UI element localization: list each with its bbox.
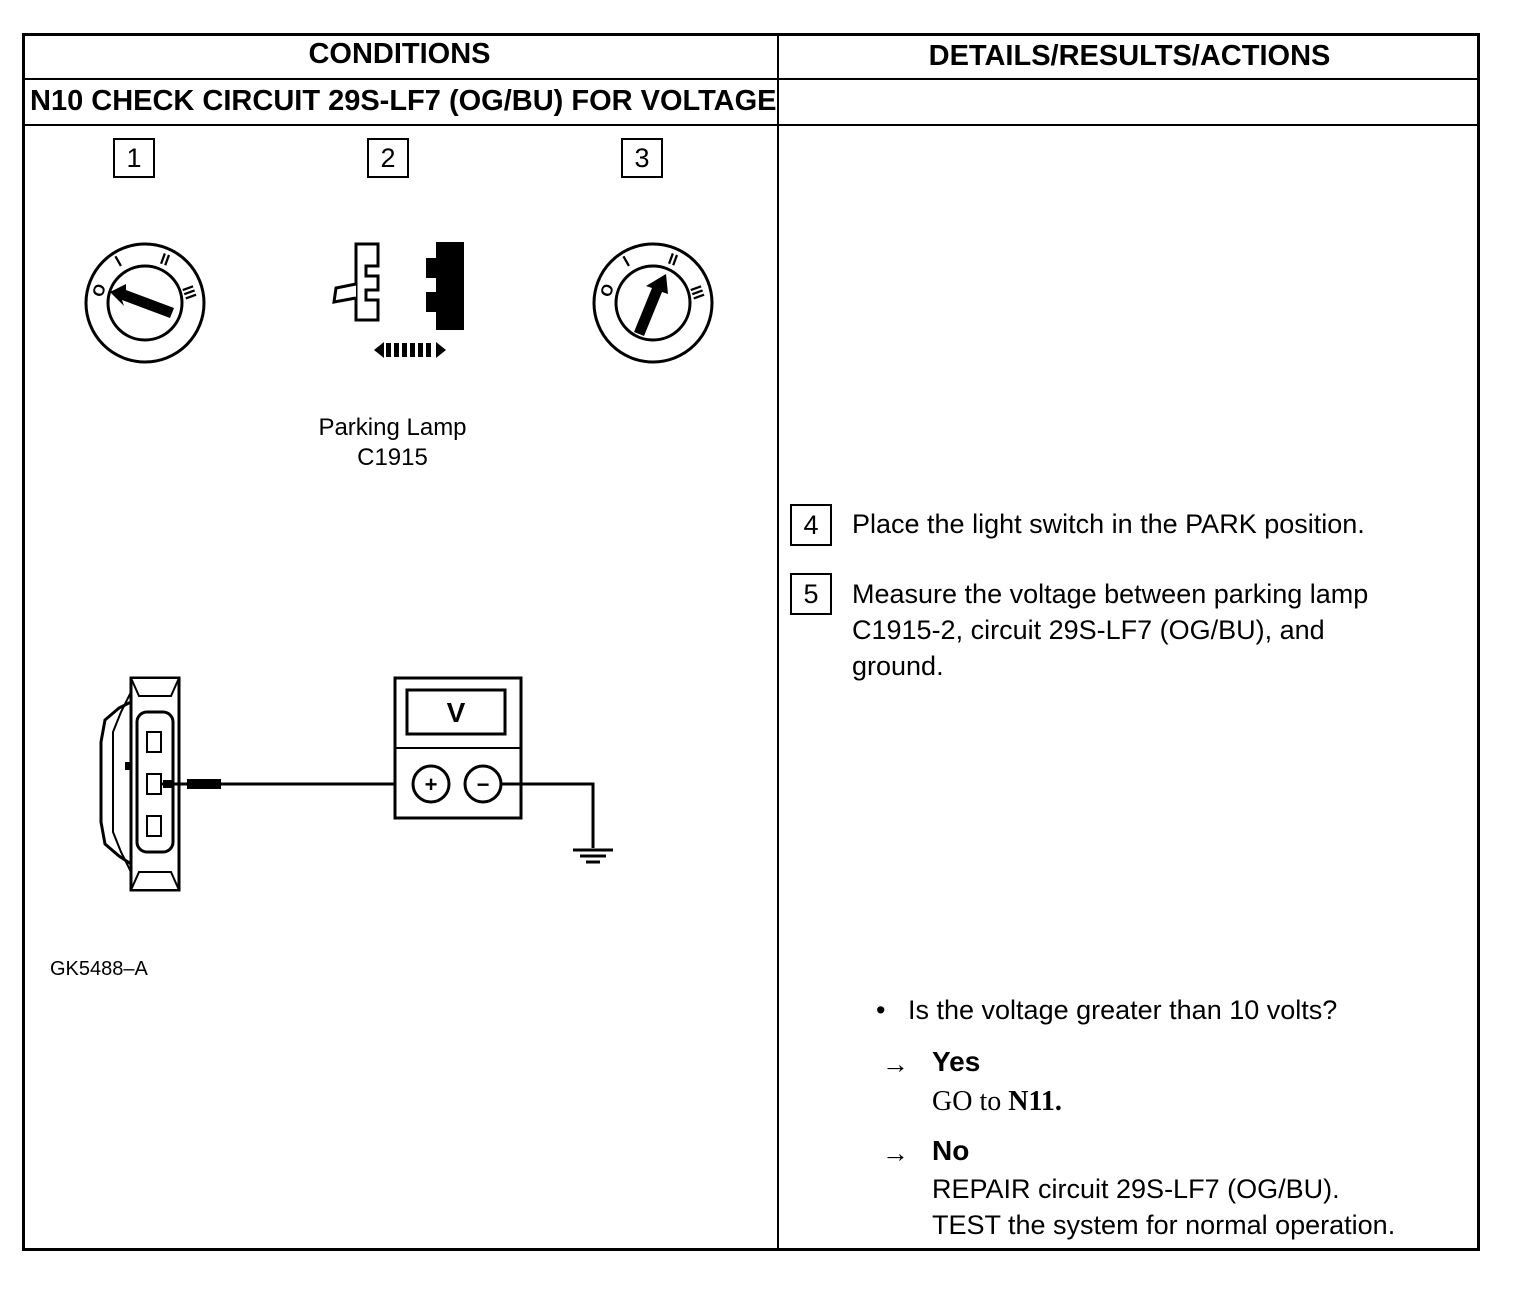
no-arrow-icon: →: [882, 1138, 909, 1168]
yes-action-prefix: GO to: [932, 1086, 1009, 1117]
step-number-box: 5: [790, 573, 832, 615]
step-number-box: 4: [790, 504, 832, 546]
conditions-header: CONDITIONS: [308, 38, 491, 70]
ignition-mark-off: O: [598, 282, 618, 300]
voltmeter-display: V: [447, 697, 466, 728]
step-text-line: Measure the voltage between parking lamp: [852, 579, 1369, 609]
step-number-box: 3: [621, 138, 663, 178]
step-number-box: 1: [113, 138, 155, 178]
step-title: N10 CHECK CIRCUIT 29S-LF7 (OG/BU) FOR VO…: [30, 85, 777, 117]
connector-label-code: C1915: [357, 444, 428, 471]
voltmeter-icon: V + −: [393, 676, 523, 820]
yes-action: GO to N11.: [932, 1084, 1062, 1120]
no-label: No: [932, 1135, 970, 1166]
ignition-mark-3: III: [178, 284, 199, 302]
step-4-text: Place the light switch in the PARK posit…: [852, 506, 1365, 542]
ignition-mark-off: O: [90, 282, 110, 300]
table-frame: [22, 33, 1480, 1251]
yes-action-target-link[interactable]: N11.: [1008, 1086, 1062, 1117]
yes-arrow-icon: →: [882, 1049, 909, 1079]
parking-lamp-connector-icon: [99, 676, 181, 892]
probe-handle: [187, 779, 221, 789]
no-action-line: REPAIR circuit 29S-LF7 (OG/BU).: [932, 1174, 1340, 1204]
column-divider: [777, 33, 779, 1251]
title-divider: [22, 124, 1480, 126]
voltmeter-wiring-diagram: V + −: [99, 676, 613, 892]
ignition-switch-off-icon: O I II III: [84, 242, 206, 364]
step-5-text: Measure the voltage between parking lamp…: [852, 576, 1368, 684]
ignition-mark-3: III: [686, 284, 707, 302]
step-text-line: Place the light switch in the PARK posit…: [852, 509, 1365, 539]
svg-text:+: +: [425, 772, 438, 797]
question-text: Is the voltage greater than 10 volts?: [908, 995, 1338, 1025]
ground-symbol-icon: [573, 848, 613, 864]
header-divider: [22, 78, 1480, 80]
negative-lead: [501, 782, 595, 848]
connector-disconnect-icon: [332, 242, 464, 358]
details-header: DETAILS/RESULTS/ACTIONS: [928, 40, 1331, 72]
step-number-box: 2: [367, 138, 409, 178]
connector-label-name: Parking Lamp: [318, 414, 467, 441]
question-bullet: •: [876, 995, 886, 1025]
no-action: REPAIR circuit 29S-LF7 (OG/BU). TEST the…: [932, 1171, 1395, 1243]
svg-text:−: −: [477, 772, 490, 797]
ignition-switch-run-icon: O I II III: [592, 242, 714, 364]
no-action-line: TEST the system for normal operation.: [932, 1210, 1396, 1240]
yes-label: Yes: [932, 1046, 981, 1077]
figure-id: GK5488–A: [50, 958, 148, 980]
plus-terminal-icon: [411, 764, 451, 804]
connector-label: Parking Lamp C1915: [290, 413, 495, 473]
step-text-line: ground.: [852, 651, 944, 681]
step-text-line: C1915-2, circuit 29S-LF7 (OG/BU), and: [852, 615, 1325, 645]
